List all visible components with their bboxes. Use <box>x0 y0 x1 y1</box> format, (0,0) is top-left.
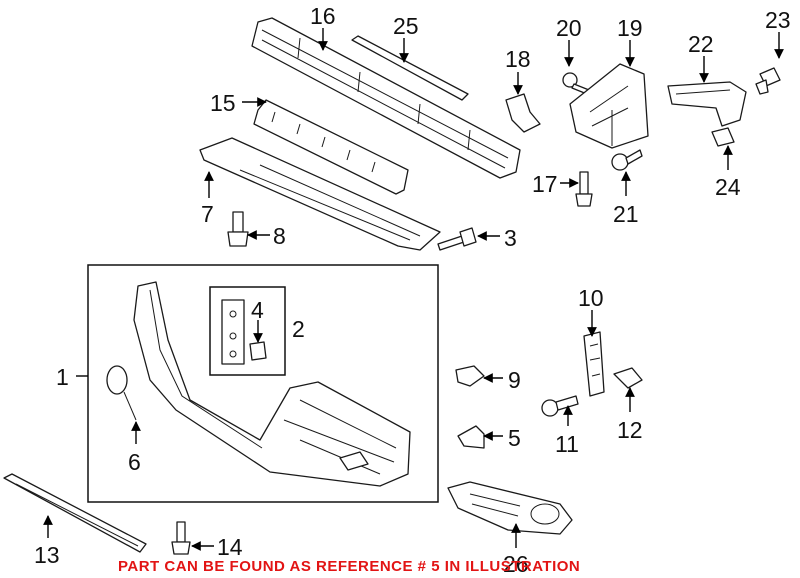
callout-5: 5 <box>508 425 521 451</box>
callout-18: 18 <box>505 46 531 72</box>
callout-15: 15 <box>210 90 236 116</box>
bumper-cover-part <box>133 281 411 487</box>
callout-4: 4 <box>251 297 264 323</box>
under-shield-part <box>199 137 441 251</box>
clip-4-part <box>249 341 267 361</box>
callout-12: 12 <box>617 417 643 443</box>
callout-9: 9 <box>508 367 521 393</box>
callout-1: 1 <box>56 364 69 390</box>
callout-7: 7 <box>201 201 214 227</box>
screw-23-part <box>755 67 781 95</box>
callout-22: 22 <box>688 31 714 57</box>
nut-24-part <box>711 127 735 147</box>
bracket-19-part <box>569 63 649 149</box>
callout-6: 6 <box>128 449 141 475</box>
bolt-21-part <box>611 149 643 171</box>
callout-26: 26 <box>503 551 529 577</box>
callout-19: 19 <box>617 15 643 41</box>
callout-8: 8 <box>273 223 286 249</box>
trim-strip-part <box>351 35 469 101</box>
lower-trim-13-part <box>3 473 147 553</box>
clip-18-part <box>505 93 541 133</box>
bracket-group-frame <box>209 286 286 376</box>
callout-3: 3 <box>504 225 517 251</box>
callout-10: 10 <box>578 285 604 311</box>
leader-lines <box>43 28 784 551</box>
callout-11: 11 <box>555 431 579 457</box>
callout-21: 21 <box>613 201 639 227</box>
callout-23: 23 <box>765 7 791 33</box>
bracket-22-part <box>667 81 747 127</box>
callout-13: 13 <box>34 542 60 568</box>
clip-5-part <box>457 425 485 449</box>
fog-grille-26-part <box>447 481 573 535</box>
fastener-11-part <box>541 395 579 417</box>
bolt-3-part <box>437 227 477 251</box>
clip-9-part <box>455 365 485 387</box>
impact-bar-part <box>251 17 521 179</box>
guide-10-part <box>583 331 605 397</box>
callout-20: 20 <box>556 15 582 41</box>
callout-16: 16 <box>310 3 336 29</box>
bolt-14-part <box>171 521 191 555</box>
clip-12-part <box>613 367 643 389</box>
reference-note: PART CAN BE FOUND AS REFERENCE # 5 IN IL… <box>118 558 580 575</box>
callout-14: 14 <box>217 534 243 560</box>
bolt-17-part <box>575 171 593 207</box>
bumper-cover-frame <box>87 264 439 503</box>
callout-17: 17 <box>532 171 558 197</box>
tow-cover-6-part <box>106 365 137 421</box>
callout-25: 25 <box>393 13 419 39</box>
callout-24: 24 <box>715 174 741 200</box>
callout-2: 2 <box>292 316 305 342</box>
callout-numbers: 1 2 3 4 5 6 7 8 9 10 11 12 13 14 15 16 1… <box>34 3 791 577</box>
bolt-8-part <box>227 211 249 247</box>
bracket-2-part <box>221 299 245 365</box>
